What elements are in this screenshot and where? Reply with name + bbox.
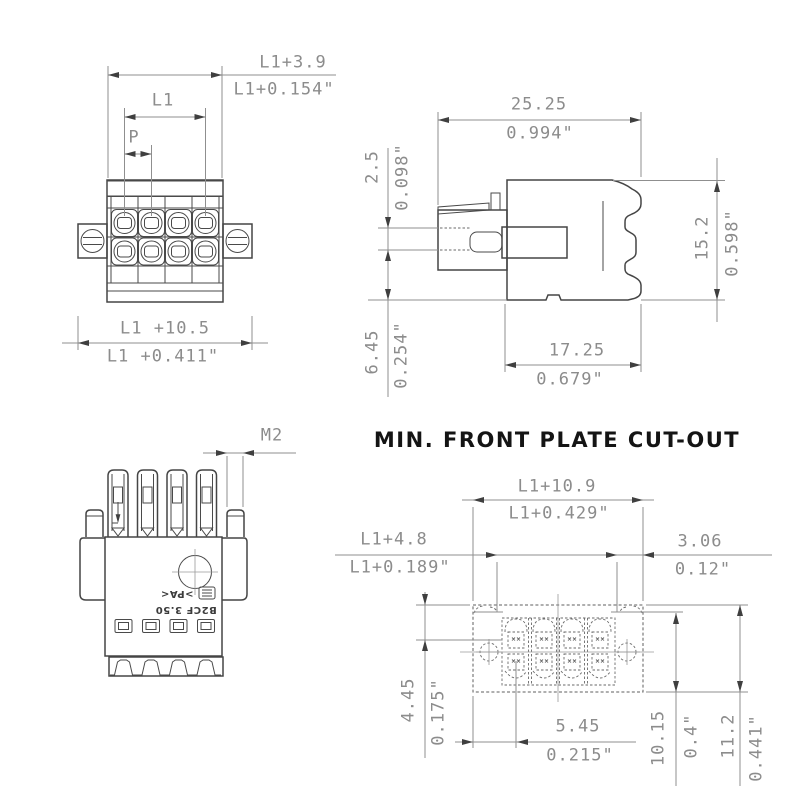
dim-cutout-pole-offset-mm: 5.45: [555, 716, 601, 737]
lever-direction-arrow: [112, 502, 119, 524]
cutout-inner-detail: [501, 617, 616, 686]
marking-type: B2CF 3.50: [155, 604, 217, 615]
dim-cutout-top-offset-mm: 4.45: [398, 677, 419, 723]
actuation-lever: [195, 469, 218, 538]
dim-front-bottom-inch: L1 +0.411": [106, 346, 220, 367]
dim-side-lower-inch: 0.254": [391, 321, 412, 389]
test-slot: [197, 619, 215, 633]
top-flange-left: [79, 537, 105, 601]
cutout-view-linework: [335, 497, 772, 786]
dim-front-l1: L1: [151, 90, 175, 111]
wire-entry-strip: [437, 202, 490, 215]
dim-side-height-mm: 15.2: [692, 215, 713, 261]
dim-side-offset-inch: 0.098": [392, 143, 413, 211]
flange-screw-left: [80, 229, 105, 253]
front-dimensions: [62, 66, 336, 350]
dim-side-lower-mm: 6.45: [362, 329, 383, 375]
test-slot: [169, 619, 188, 633]
terminal-cell: [165, 237, 192, 266]
weidmueller-logo: [198, 586, 216, 600]
dim-side-offset-mm: 2.5: [362, 150, 383, 184]
dim-thread-size: M2: [260, 425, 284, 446]
clamp-opening: [469, 231, 503, 253]
top-body: [104, 536, 223, 657]
marking-material: >PA<: [160, 588, 194, 599]
dim-cutout-inner-height-inch: 0.4": [681, 713, 702, 759]
body-tab: [490, 192, 501, 211]
dim-cutout-inner-height-mm: 10.15: [648, 709, 669, 767]
actuation-lever: [166, 469, 188, 538]
dim-cutout-notch-inch: 0.12": [674, 559, 732, 580]
front-view-linework: [62, 66, 336, 350]
dim-side-height-inch: 0.598": [722, 209, 743, 277]
dim-front-pitch: P: [128, 127, 140, 148]
dim-cutout-outer-width-inch: L1+0.429": [508, 503, 610, 524]
contact-cavity: [501, 226, 568, 259]
test-slot: [114, 619, 133, 633]
dim-side-depth-inch: 0.679": [536, 369, 604, 390]
flange-screw-peg-left: [85, 509, 104, 538]
dim-side-width-mm: 25.25: [510, 94, 568, 115]
plug-teeth-strip: [108, 656, 224, 677]
dim-cutout-outer-width-mm: L1+10.9: [517, 476, 597, 497]
dim-cutout-inner-width-inch: L1+0.189": [349, 557, 451, 578]
side-dimensions: [368, 112, 725, 397]
dim-cutout-pole-offset-inch: 0.215": [546, 745, 614, 766]
cutout-centerlines: [460, 594, 654, 702]
terminal-cell: [165, 209, 192, 237]
front-flange-left: [77, 223, 108, 259]
dim-cutout-notch-mm: 3.06: [677, 531, 723, 552]
test-slot: [142, 619, 160, 633]
dim-side-depth-mm: 17.25: [548, 340, 606, 361]
wire-entry-block: [437, 209, 508, 271]
side-body-outline: [506, 179, 642, 301]
side-view-linework: [368, 112, 725, 397]
actuation-lever: [136, 469, 159, 538]
cutout-dimensions: [335, 497, 772, 786]
dim-cutout-inner-width-mm: L1+4.8: [360, 529, 428, 550]
dim-side-width-inch: 0.994": [506, 123, 574, 144]
front-flange-right: [222, 223, 253, 259]
top-view-linework: [79, 450, 296, 677]
dim-cutout-outer-height-mm: 11.2: [718, 713, 739, 759]
dim-front-bottom-mm: L1 +10.5: [120, 318, 210, 339]
dim-front-top-mm: L1+3.9: [259, 52, 327, 73]
dim-front-top-inch: L1+0.154": [233, 79, 335, 100]
flange-screw-peg-right: [226, 509, 245, 538]
dim-cutout-outer-height-inch: 0.441": [746, 714, 767, 782]
cutout-heading: MIN. FRONT PLATE CUT-OUT: [373, 428, 741, 452]
terminal-cell: [192, 237, 219, 266]
top-flange-right: [222, 537, 248, 601]
top-dimensions: [203, 450, 296, 507]
flange-screw-right: [225, 229, 250, 253]
terminal-cell: [138, 237, 165, 266]
dim-cutout-top-offset-inch: 0.175": [428, 678, 449, 746]
terminal-cell: [111, 237, 138, 266]
